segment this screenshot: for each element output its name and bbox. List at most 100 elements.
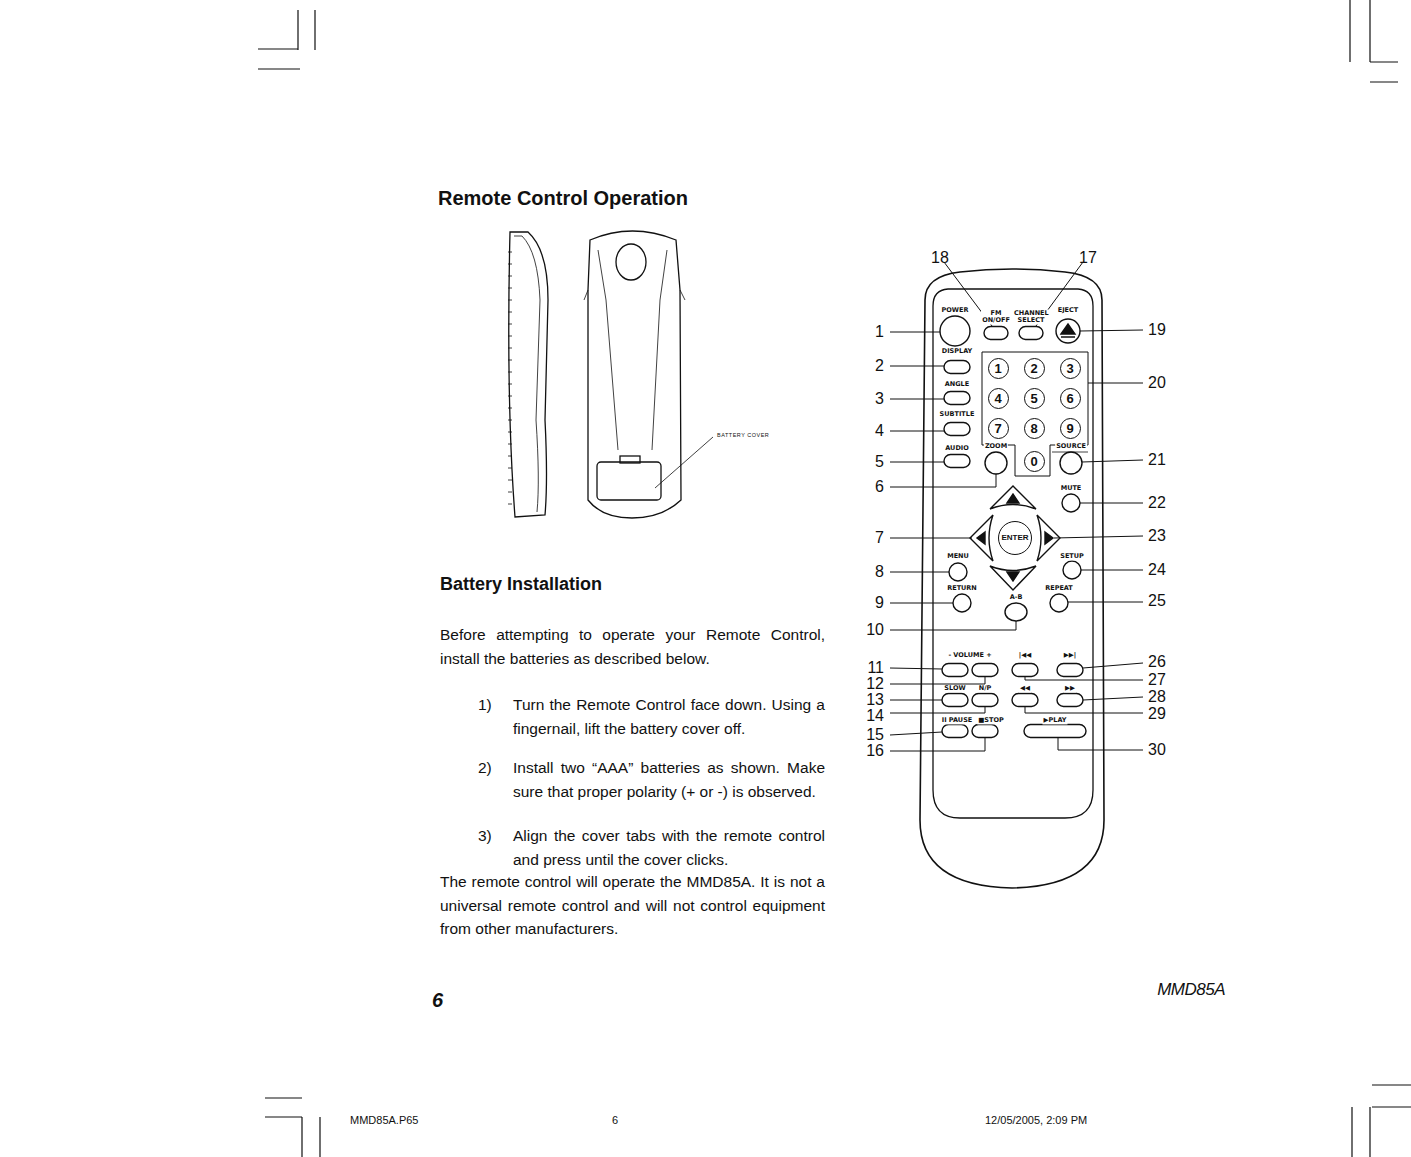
remote-button <box>972 725 998 738</box>
remote-button <box>942 327 1086 738</box>
remote-side-view <box>508 324 512 325</box>
button-label: |◀◀ <box>1018 652 1032 659</box>
enter-button: ENTER <box>998 521 1032 555</box>
callout-number: 20 <box>1148 374 1166 392</box>
list-number: 3) <box>478 824 492 848</box>
remote-button <box>940 316 1086 738</box>
button-label: ◀◀ <box>1019 685 1031 692</box>
number-button: 6 <box>1060 388 1081 409</box>
button-digit: 3 <box>1066 362 1073 375</box>
section-heading: Battery Installation <box>440 575 602 595</box>
number-button: 4 <box>988 388 1009 409</box>
remote-button <box>942 694 968 707</box>
callout-number: 13 <box>866 691 884 709</box>
leader-line <box>890 663 1143 684</box>
remote-side-view <box>508 504 512 505</box>
number-button: 3 <box>1060 358 1081 379</box>
remote-button <box>940 316 970 346</box>
remote-button <box>1057 664 1083 677</box>
remote-button <box>1024 725 1086 738</box>
leader-line <box>890 732 1143 751</box>
button-label: RETURN <box>946 585 978 592</box>
number-button: 7 <box>988 418 1009 439</box>
remote-button <box>985 452 1007 474</box>
remote-side-view <box>508 468 512 469</box>
remote-outline <box>920 269 1104 888</box>
remote-side-view <box>508 456 512 457</box>
remote-side-view <box>508 336 512 337</box>
remote-side-view <box>508 348 512 349</box>
remote-button <box>1050 594 1068 612</box>
model-name: MMD85A <box>1157 981 1225 1000</box>
button-label: ▶▶| <box>1063 652 1077 659</box>
callout-number: 22 <box>1148 494 1166 512</box>
leader-line <box>890 602 1143 630</box>
callout-number: 30 <box>1148 741 1166 759</box>
crop-mark <box>1350 0 1398 82</box>
remote-side-view <box>508 360 512 361</box>
leader-line <box>890 697 1143 713</box>
remote-side-view <box>509 232 548 517</box>
list-number: 2) <box>478 756 492 780</box>
callout-number: 23 <box>1148 527 1166 545</box>
callout-number: 27 <box>1148 671 1166 689</box>
remote-button <box>1060 452 1082 474</box>
button-label: MUTE <box>1060 485 1083 492</box>
callout-number: 18 <box>931 249 949 267</box>
list-number: 1) <box>478 693 492 717</box>
remote-side-view <box>508 408 512 409</box>
button-label: - VOLUME + <box>947 652 992 659</box>
remote-outline <box>933 289 1093 818</box>
remote-button <box>944 423 970 436</box>
leader-line <box>890 262 1143 751</box>
callout-number: 28 <box>1148 688 1166 706</box>
button-label: SUBTITLE <box>939 411 976 418</box>
remote-button <box>1062 494 1080 512</box>
remote-back-view <box>584 250 685 450</box>
body-text: Before attempting to operate your Remote… <box>440 623 825 670</box>
number-button: 0 <box>1024 451 1045 472</box>
callout-number: 24 <box>1148 561 1166 579</box>
crop-mark <box>1352 1085 1411 1157</box>
button-label: ANGLE <box>944 381 970 388</box>
callout-number: 16 <box>866 742 884 760</box>
button-label: ▶▶ <box>1064 685 1076 692</box>
button-label: CHANNEL SELECT <box>1013 310 1049 325</box>
callout-number: 1 <box>875 323 884 341</box>
remote-back-view <box>584 231 713 518</box>
body-text: Install two “AAA” batteries as shown. Ma… <box>513 756 825 803</box>
print-footer: MMD85A.P65 <box>350 1114 418 1126</box>
callout-number: 12 <box>866 675 884 693</box>
callout-number: 21 <box>1148 451 1166 469</box>
callout-number: 17 <box>1079 249 1097 267</box>
remote-side-view <box>508 420 512 421</box>
remote-button <box>972 694 998 707</box>
page-number: 6 <box>432 989 443 1011</box>
body-text: The remote control will operate the MMD8… <box>440 870 825 941</box>
callout-number: 29 <box>1148 705 1166 723</box>
remote-button <box>1056 319 1080 343</box>
callout-number: 5 <box>875 453 884 471</box>
remote-side-view <box>508 396 512 397</box>
remote-side-view <box>508 252 512 253</box>
callout-number: 15 <box>866 726 884 744</box>
remote-side-view <box>508 312 512 313</box>
callout-number: 6 <box>875 478 884 496</box>
remote-button <box>1019 327 1043 340</box>
remote-side-view <box>508 252 512 504</box>
button-label: SLOW <box>943 685 966 692</box>
number-button: 5 <box>1024 388 1045 409</box>
number-button: 1 <box>988 358 1009 379</box>
remote-side-view <box>508 300 512 301</box>
number-button: 8 <box>1024 418 1045 439</box>
button-label: ▶PLAY <box>1042 717 1067 724</box>
remote-side-view <box>514 236 540 512</box>
remote-button <box>953 594 971 612</box>
button-label: AUDIO <box>944 445 969 452</box>
button-text: ENTER <box>1001 534 1028 542</box>
callout-number: 26 <box>1148 653 1166 671</box>
number-button: 2 <box>1024 358 1045 379</box>
button-digit: 9 <box>1066 422 1073 435</box>
button-digit: 0 <box>1030 455 1037 468</box>
callout-number: 19 <box>1148 321 1166 339</box>
